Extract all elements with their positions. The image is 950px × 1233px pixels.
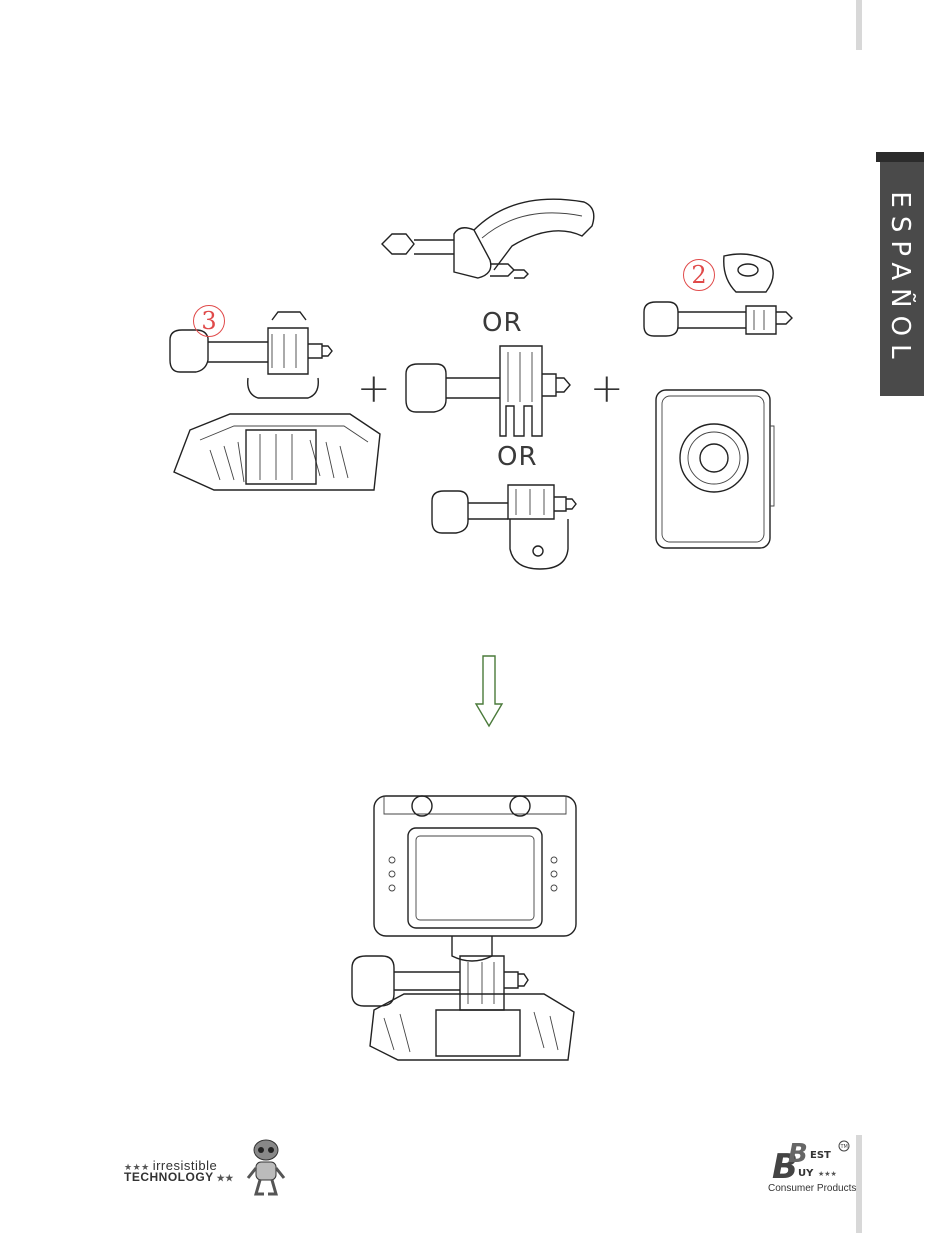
assembled-camera-mount-illustration xyxy=(344,790,584,1068)
flat-adhesive-mount-illustration xyxy=(160,300,390,510)
top-edge-line xyxy=(856,0,862,50)
or-label-bottom: OR xyxy=(497,442,538,472)
svg-text:★★★: ★★★ xyxy=(818,1170,837,1178)
brand-subtitle: Consumer Products xyxy=(768,1183,856,1194)
language-label: ESPAÑOL xyxy=(885,191,915,366)
language-tab: ESPAÑOL xyxy=(876,152,924,396)
step-number-3: 3 xyxy=(193,305,225,337)
svg-text:UY: UY xyxy=(798,1168,814,1179)
handlebar-clamp-illustration xyxy=(378,194,608,304)
step-number-2: 2 xyxy=(683,259,715,291)
best-buy-logo: B B EST UY ★★★ TM Consumer Products xyxy=(762,1138,856,1198)
down-arrow-icon xyxy=(474,654,504,730)
plus-sign-left: + xyxy=(357,366,391,412)
straight-extension-arm-illustration xyxy=(402,338,592,438)
best-buy-mark: B B EST UY ★★★ TM xyxy=(766,1138,854,1182)
camera-adapter-mount-illustration xyxy=(640,248,800,348)
camera-housing-front-illustration xyxy=(652,386,776,552)
plus-sign-right: + xyxy=(590,366,624,412)
svg-text:TM: TM xyxy=(840,1144,848,1150)
irresistible-technology-logo: ★★★ irresistible TECHNOLOGY ★★ xyxy=(124,1138,304,1198)
robot-mascot-icon xyxy=(244,1138,288,1198)
svg-text:EST: EST xyxy=(810,1150,831,1161)
short-pivot-arm-illustration xyxy=(426,475,586,575)
svg-text:B: B xyxy=(788,1139,808,1169)
bottom-edge-line xyxy=(856,1135,862,1233)
logo-line-2: TECHNOLOGY xyxy=(124,1170,214,1184)
or-label-top: OR xyxy=(482,308,523,338)
